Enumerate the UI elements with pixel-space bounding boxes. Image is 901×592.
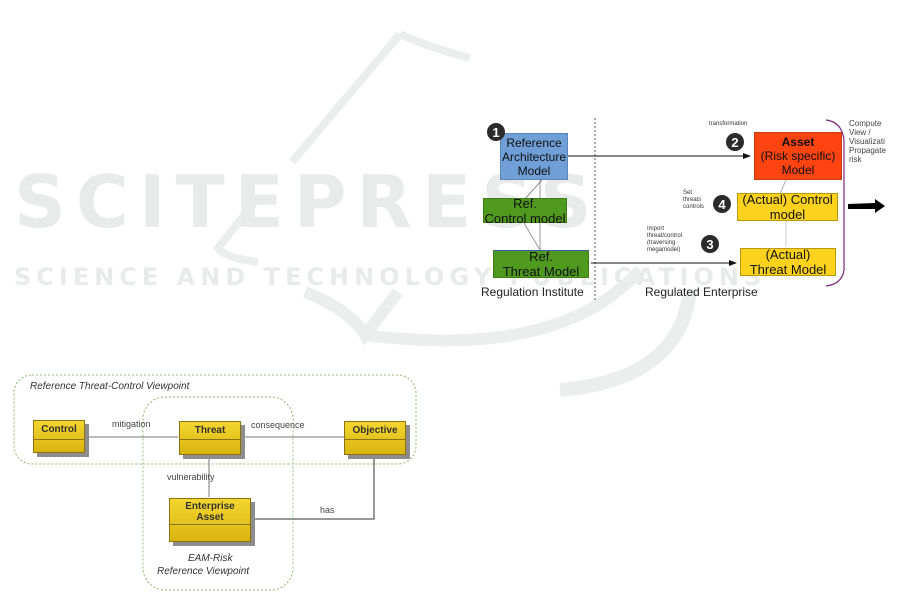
node-actual-threat-model[interactable]: (Actual)Threat Model — [740, 247, 836, 277]
label-transformation: transformation — [709, 121, 748, 127]
inner-viewpoint-title-line1: EAM-Risk — [188, 553, 233, 564]
step-badge-2: 2 — [726, 133, 744, 151]
inner-viewpoint-boundary — [142, 396, 294, 591]
label-set-threats-controls: Set threats controls — [683, 190, 705, 210]
assoc-label-mitigation: mitigation — [112, 419, 151, 429]
node-ref-control-model[interactable]: Ref.Control model — [483, 195, 567, 226]
outer-viewpoint-boundary — [13, 374, 417, 465]
step-badge-4: 4 — [713, 195, 731, 213]
inner-viewpoint-title-line2: Reference Viewpoint — [157, 566, 250, 577]
class-threat[interactable]: Threat — [179, 421, 241, 455]
step-badge-1: 1 — [487, 123, 505, 141]
outer-viewpoint-title: Reference Threat-Control Viewpoint — [30, 381, 190, 392]
assoc-label-has: has — [320, 505, 335, 515]
watermark-subtitle: SCIENCE AND TECHNOLOGY PUBLICATIONS — [14, 263, 767, 291]
class-enterprise-asset[interactable]: Enterprise Asset — [169, 498, 251, 542]
output-arrow — [848, 199, 885, 213]
node-ref-threat-model[interactable]: Ref.Threat Model — [493, 249, 589, 279]
step-badge-3: 3 — [701, 235, 719, 253]
scope-brace — [825, 119, 845, 287]
node-asset-risk-specific-model[interactable]: Asset(Risk specific)Model — [754, 132, 842, 180]
region-label-regulation-institute: Regulation Institute — [481, 285, 584, 299]
region-label-regulated-enterprise: Regulated Enterprise — [645, 285, 758, 299]
assoc-label-vulnerability: vulnerability — [167, 472, 215, 482]
side-note-compute-view: Compute View / Visualizati Propagate ris… — [849, 119, 886, 164]
assoc-label-consequence: consequence — [251, 420, 305, 430]
label-import-threat-control: Import threat/control (traversing megamo… — [647, 226, 683, 253]
class-control[interactable]: Control — [33, 420, 85, 453]
class-objective[interactable]: Objective — [344, 421, 406, 455]
